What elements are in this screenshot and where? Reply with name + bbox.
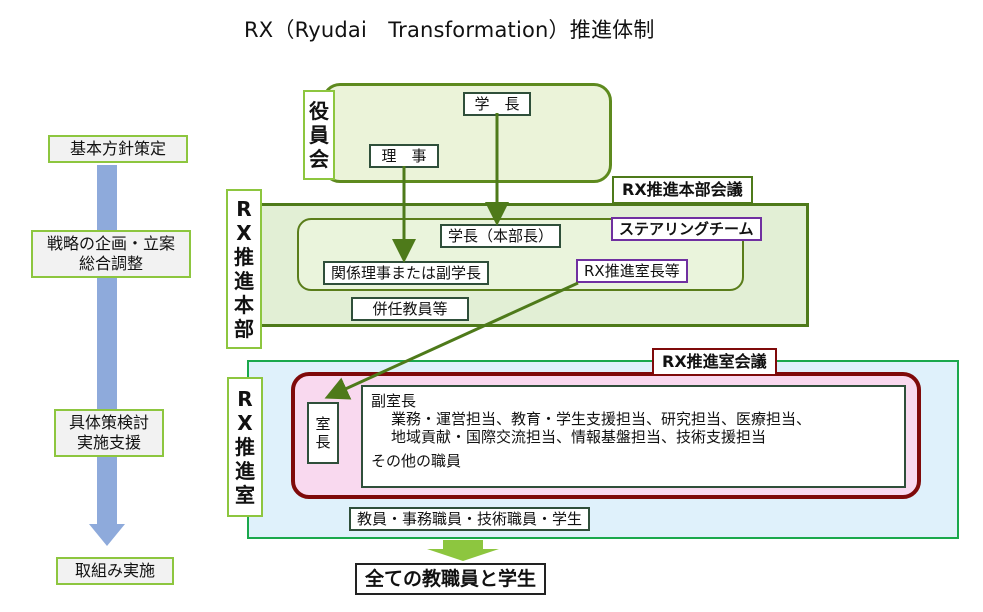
stage-concrete-measures: 具体策検討 実施支援 (54, 409, 164, 457)
promotion-headquarters-label: R X 推 進 本 部 (226, 189, 262, 349)
steering-team-label: ステアリングチーム (611, 217, 762, 241)
president-box: 学 長 (463, 92, 531, 116)
stage-text: 基本方針策定 (69, 139, 166, 158)
concurrent-faculty-box: 併任教員等 (351, 297, 469, 321)
stage-text: 実施支援 (76, 433, 141, 452)
board-of-directors-label: 役 員 会 (303, 90, 335, 180)
office-members-box: 副室長 業務・運営担当、教育・学生支援担当、研究担当、医療担当、 地域貢献・国際… (361, 385, 906, 488)
other-staff: その他の職員 (371, 452, 462, 470)
stage-text: 具体策検討 (68, 413, 149, 432)
deputy-roles: 業務・運営担当、教育・学生支援担当、研究担当、医療担当、 (391, 410, 812, 428)
label-char: 室 (235, 483, 255, 507)
label-char: R (237, 387, 253, 411)
diagram-title: RX（Ryudai Transformation）推進体制 (244, 18, 655, 42)
label-char: 推 (234, 245, 254, 269)
stage-text: 戦略の企画・立案 (46, 234, 175, 253)
office-director-box: 室 長 (307, 402, 339, 464)
down-arrow-shaft (443, 540, 483, 550)
stage-implementation: 取組み実施 (56, 557, 174, 585)
stage-basic-policy: 基本方針策定 (48, 135, 188, 163)
headquarters-meeting-label: RX推進本部会議 (612, 176, 753, 204)
label-char: 進 (235, 459, 255, 483)
label-char: 会 (309, 147, 329, 171)
label-char: 進 (234, 269, 254, 293)
label-char: X (236, 221, 252, 245)
label-char: 推 (235, 435, 255, 459)
headquarters-head-box: 学長（本部長） (440, 224, 562, 248)
down-arrow-head (427, 549, 499, 561)
label-char: R (236, 197, 252, 221)
office-head-box: RX推進室長等 (576, 259, 688, 283)
label-char: 員 (309, 123, 329, 147)
label-char: 部 (234, 317, 254, 341)
stage-text: 取組み実施 (74, 561, 155, 580)
stage-text: 総合調整 (78, 254, 143, 273)
label-char: 本 (234, 293, 254, 317)
office-meeting-label: RX推進室会議 (652, 348, 777, 376)
process-flow-arrow-head (89, 524, 125, 546)
label-char: 役 (309, 99, 329, 123)
promotion-office-label: R X 推 進 室 (227, 377, 263, 517)
deputy-roles: 地域貢献・国際交流担当、情報基盤担当、技術支援担当 (391, 428, 767, 446)
stage-strategy-planning: 戦略の企画・立案 総合調整 (31, 230, 191, 278)
director-box: 理 事 (369, 144, 439, 168)
office-participants-box: 教員・事務職員・技術職員・学生 (349, 507, 591, 531)
final-target-box: 全ての教職員と学生 (355, 563, 547, 595)
process-flow-arrow-shaft (97, 165, 117, 525)
related-director-box: 関係理事または副学長 (323, 261, 490, 285)
label-char: 長 (315, 433, 331, 451)
deputy-title: 副室長 (371, 392, 417, 410)
label-char: 室 (315, 415, 331, 433)
label-char: X (237, 411, 253, 435)
